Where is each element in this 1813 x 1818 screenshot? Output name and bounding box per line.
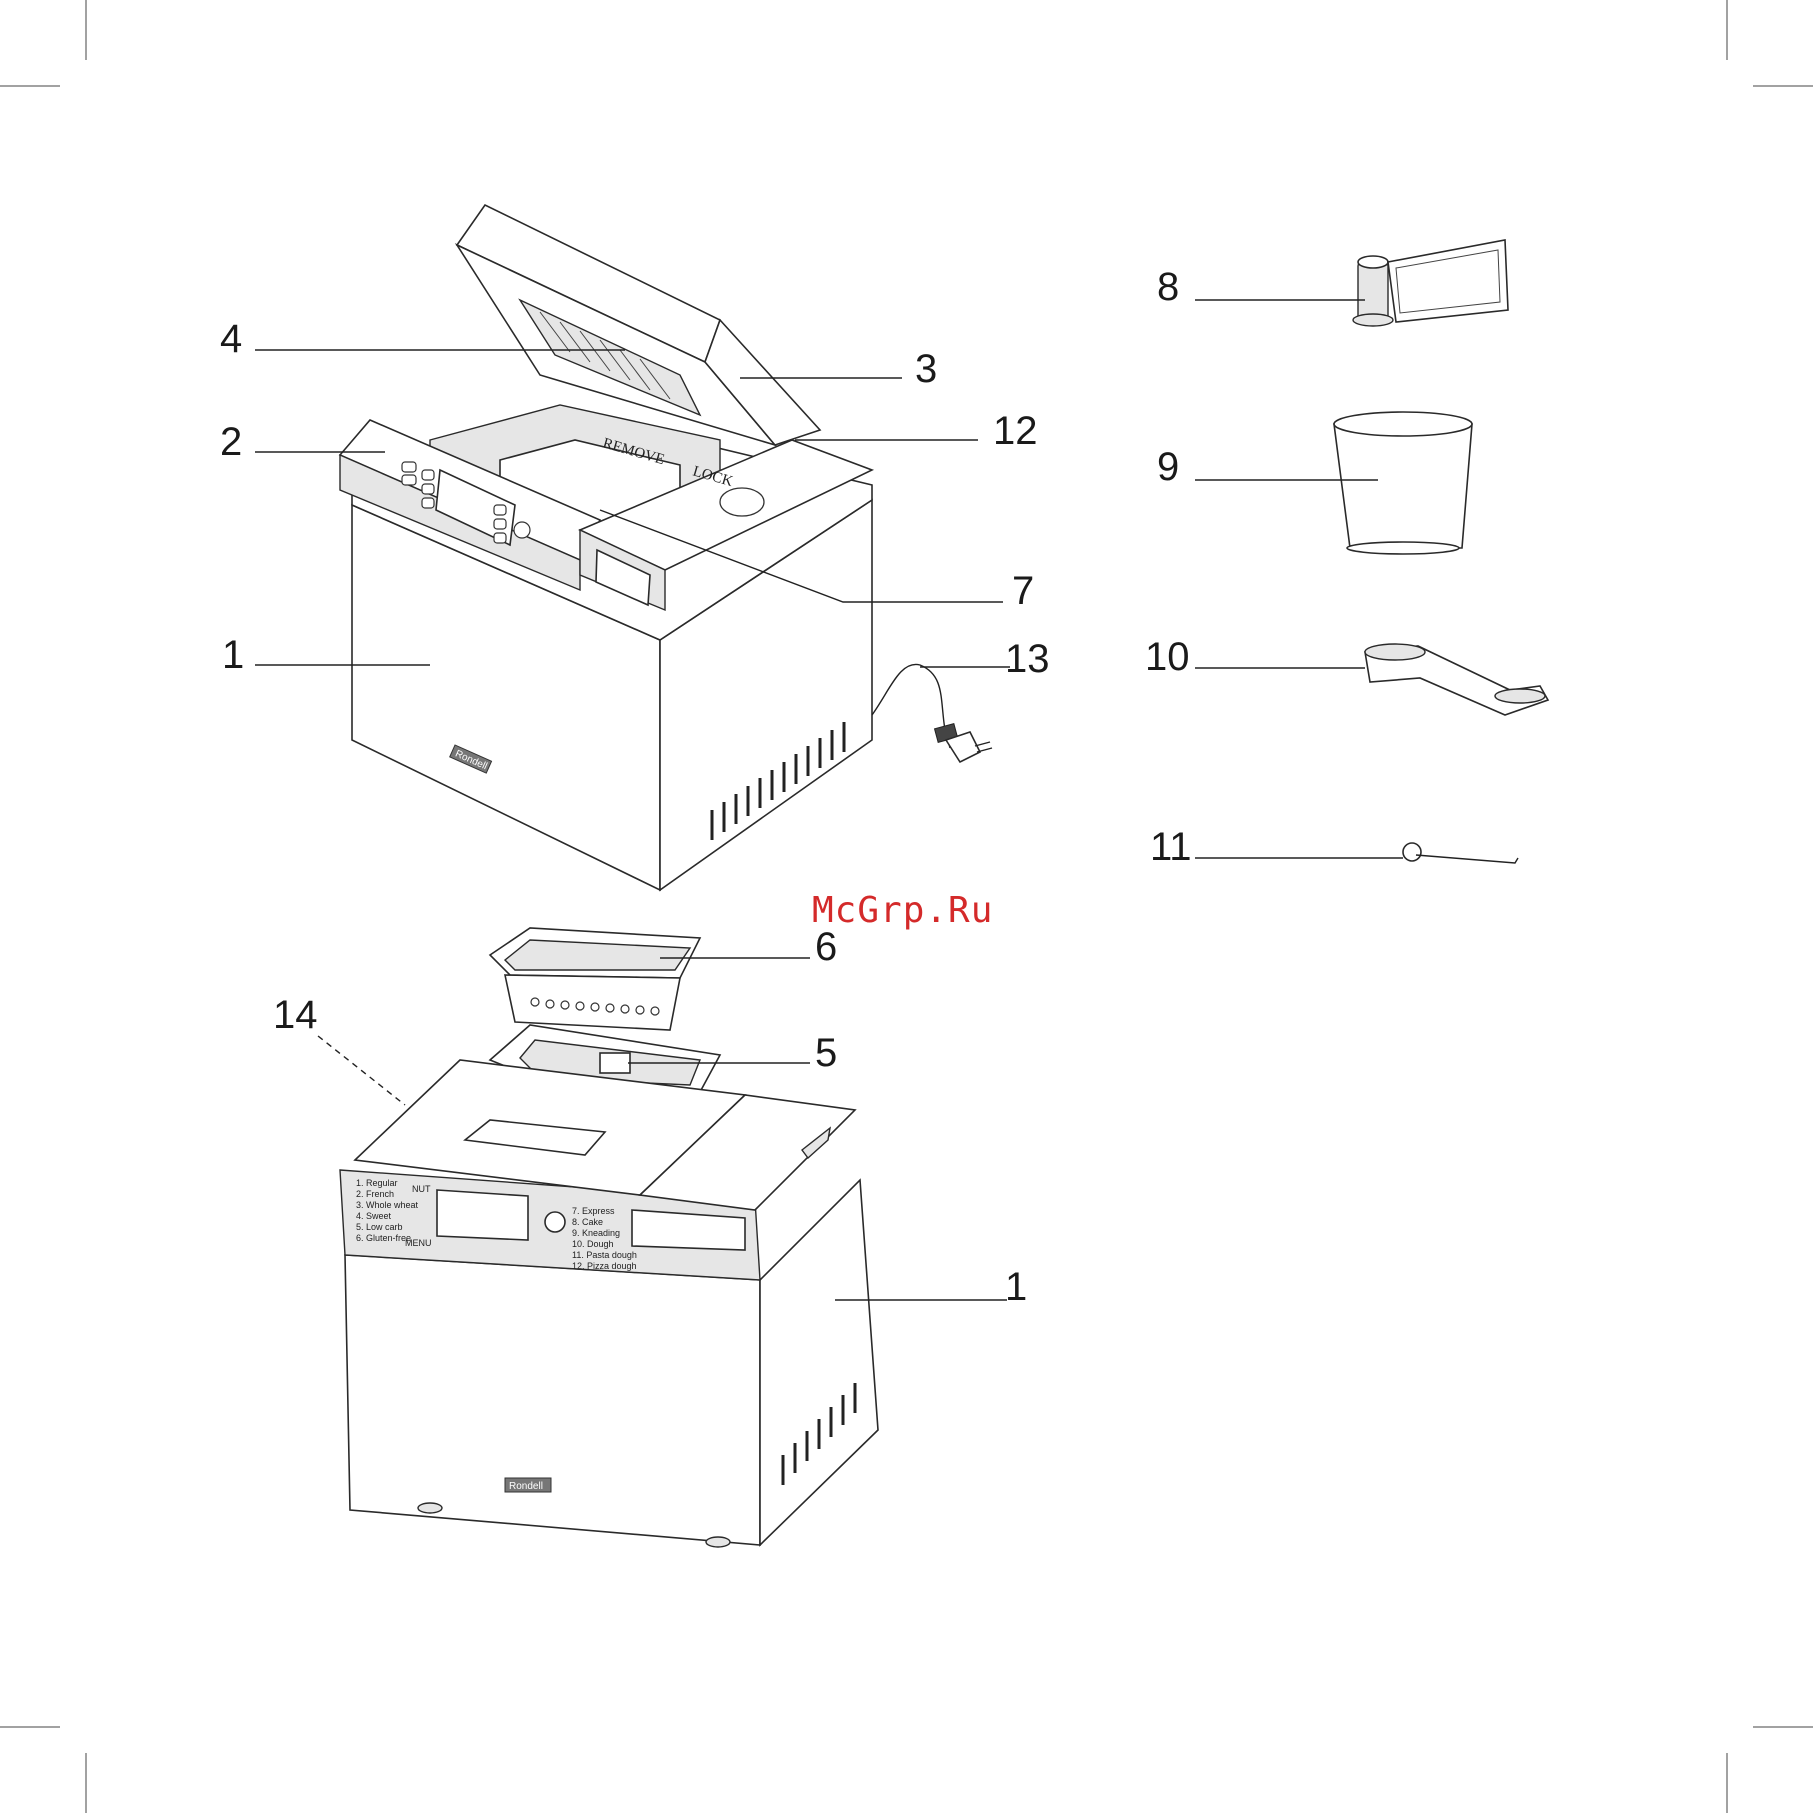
hook-tool [1403,843,1518,863]
svg-text:Rondell: Rondell [509,1481,543,1492]
closed-body-side [760,1180,878,1545]
svg-text:9. Kneading: 9. Kneading [572,1228,620,1238]
measuring-spoon [1365,644,1548,715]
closed-body-front [345,1255,760,1545]
dispenser-window [720,488,764,516]
closed-brand-plate: Rondell [505,1478,551,1492]
callout-8: 8 [1157,265,1179,309]
callout-1-top: 1 [222,633,244,677]
callout-4: 4 [220,317,242,361]
callout-9: 9 [1157,445,1179,489]
callout-12: 12 [993,409,1038,453]
callout-1-bottom: 1 [1005,1265,1027,1309]
panel-label-nut: NUT [412,1184,431,1194]
measuring-cup [1334,412,1472,554]
svg-text:10. Dough: 10. Dough [572,1239,614,1249]
kneading-paddle [1353,240,1508,326]
closed-dispenser-display [632,1210,745,1250]
svg-text:2. French: 2. French [356,1189,394,1199]
power-plug [935,724,992,762]
callout-5: 5 [815,1031,837,1075]
panel-label-menu: MENU [405,1238,432,1248]
svg-text:6. Gluten-free: 6. Gluten-free [356,1233,411,1243]
svg-text:3. Whole wheat: 3. Whole wheat [356,1200,419,1210]
svg-text:4. Sweet: 4. Sweet [356,1211,392,1221]
callout-14: 14 [273,993,318,1037]
svg-text:12. Pizza dough: 12. Pizza dough [572,1261,637,1271]
callout-3: 3 [915,347,937,391]
svg-text:11. Pasta dough: 11. Pasta dough [572,1250,637,1260]
callout-7: 7 [1012,569,1034,613]
bread-maker-closed: Rondell 1. Regular 2. French 3. Whole wh… [340,1060,878,1547]
foot-right [706,1537,730,1547]
foot-left [418,1503,442,1513]
callout-10: 10 [1145,635,1190,679]
fruit-nut-dispenser-tray [490,928,700,1030]
svg-text:1. Regular: 1. Regular [356,1178,398,1188]
bread-maker-open: Rondell REMOVE LOCK [340,205,992,890]
svg-text:5. Low carb: 5. Low carb [356,1222,403,1232]
callout-6: 6 [815,925,837,969]
watermark-text: McGrp.Ru [812,890,993,931]
closed-display [437,1190,528,1240]
callout-2: 2 [220,420,242,464]
svg-text:7. Express: 7. Express [572,1206,615,1216]
callout-11: 11 [1150,825,1192,869]
callout-13: 13 [1005,637,1050,681]
closed-knob [545,1212,565,1232]
svg-text:8. Cake: 8. Cake [572,1217,603,1227]
